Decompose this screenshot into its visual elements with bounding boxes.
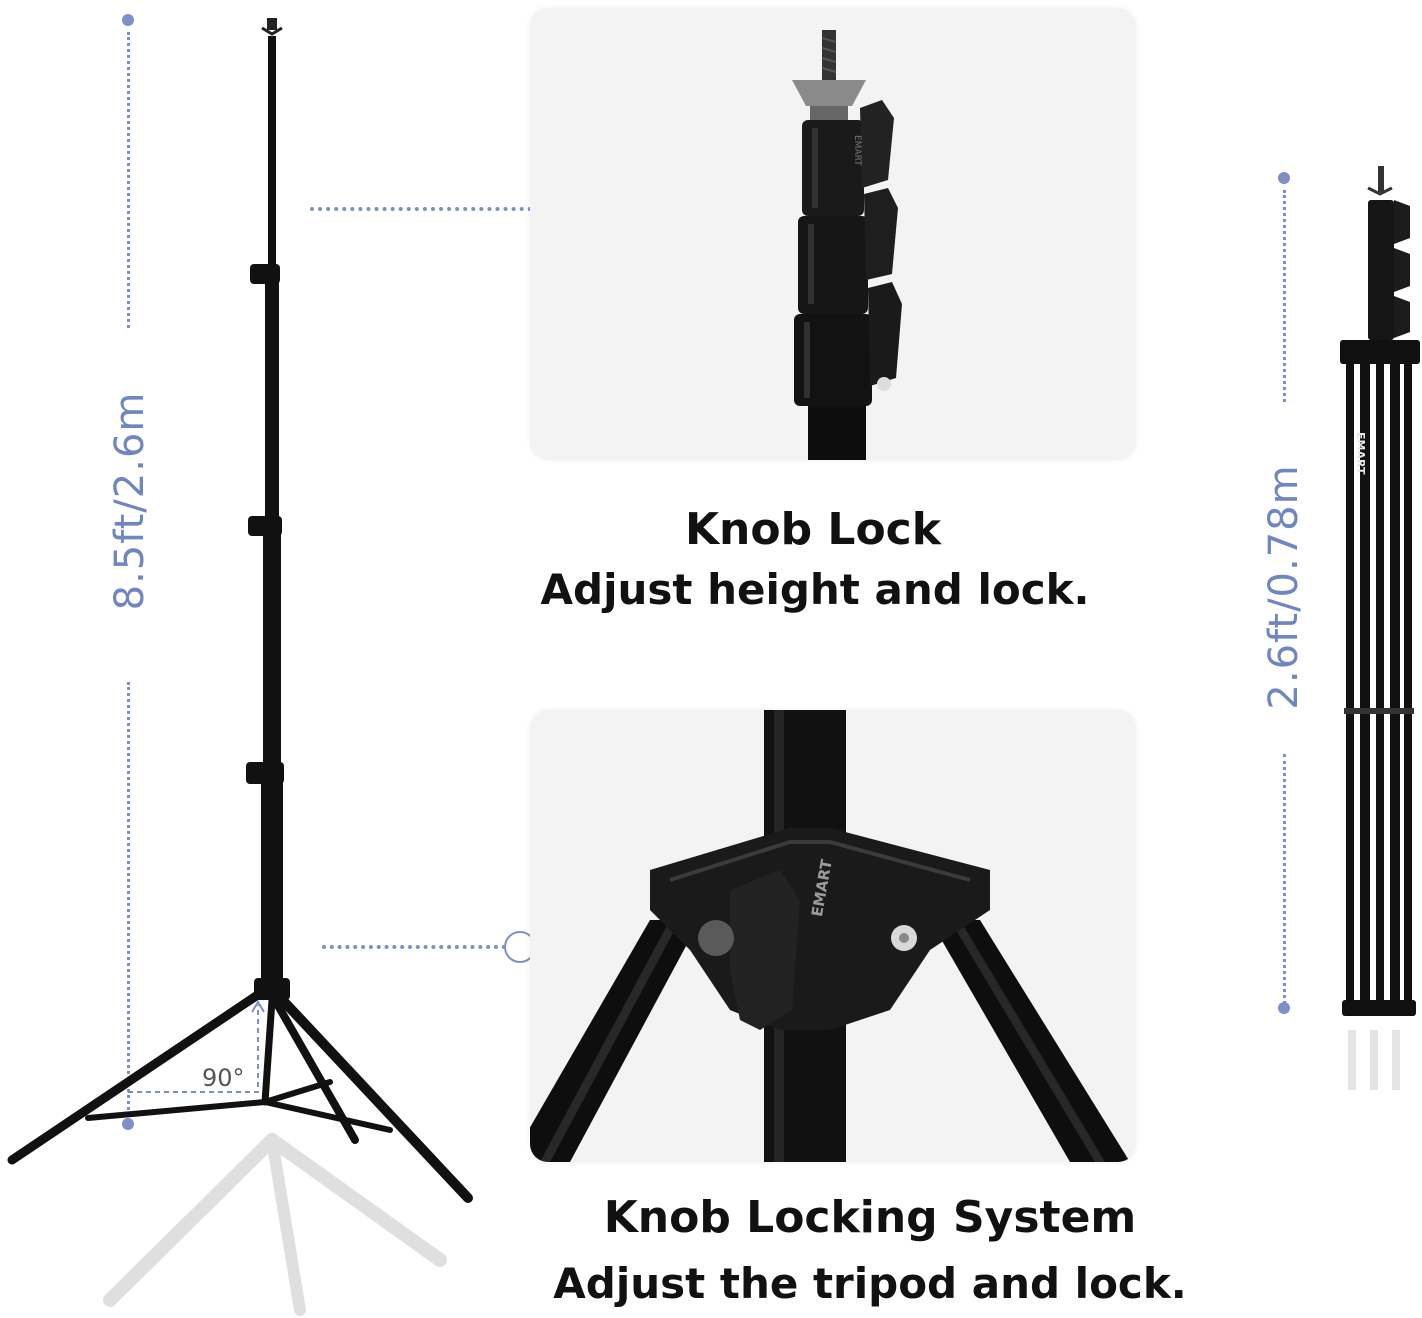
knob-lock-detail-image: [530, 8, 1136, 460]
folded-dimension-line-lower: [1283, 754, 1286, 1004]
knob-lock-title: Knob Lock: [684, 504, 942, 555]
knob-lock-brand: EMART: [852, 135, 862, 166]
knob-locking-system-subtitle: Adjust the tripod and lock.: [553, 1259, 1187, 1308]
folded-stand-brand: EMART: [1354, 432, 1367, 475]
height-dimension-line-upper: [127, 32, 130, 328]
knob-locking-system-title: Knob Locking System: [603, 1192, 1137, 1243]
folded-light-stand: [1340, 166, 1420, 1090]
knob-locking-system-caption: Knob Locking System Adjust the tripod an…: [540, 1188, 1200, 1314]
locking-system-connector-line: [322, 945, 506, 949]
folded-dimension-bottom-dot: [1278, 1002, 1290, 1014]
knob-locking-system-detail-image: [530, 710, 1136, 1162]
knob-locking-system-photo: [530, 710, 1130, 1162]
knob-lock-caption: Knob Lock Adjust height and lock.: [530, 500, 1100, 620]
extended-light-stand: [7, 18, 473, 1316]
height-dimension-top-dot: [122, 14, 134, 26]
leg-angle-label: 90°: [202, 1064, 245, 1092]
folded-dimension-line-upper: [1283, 190, 1286, 402]
knob-lock-connector-line: [310, 207, 532, 211]
knob-lock-subtitle: Adjust height and lock.: [540, 565, 1090, 614]
height-dimension-line-lower: [127, 682, 130, 1122]
folded-dimension-top-dot: [1278, 172, 1290, 184]
height-dimension-bottom-dot: [122, 1118, 134, 1130]
knob-lock-photo: [792, 30, 902, 460]
folded-height-label: 2.6ft/0.78m: [1261, 464, 1307, 710]
